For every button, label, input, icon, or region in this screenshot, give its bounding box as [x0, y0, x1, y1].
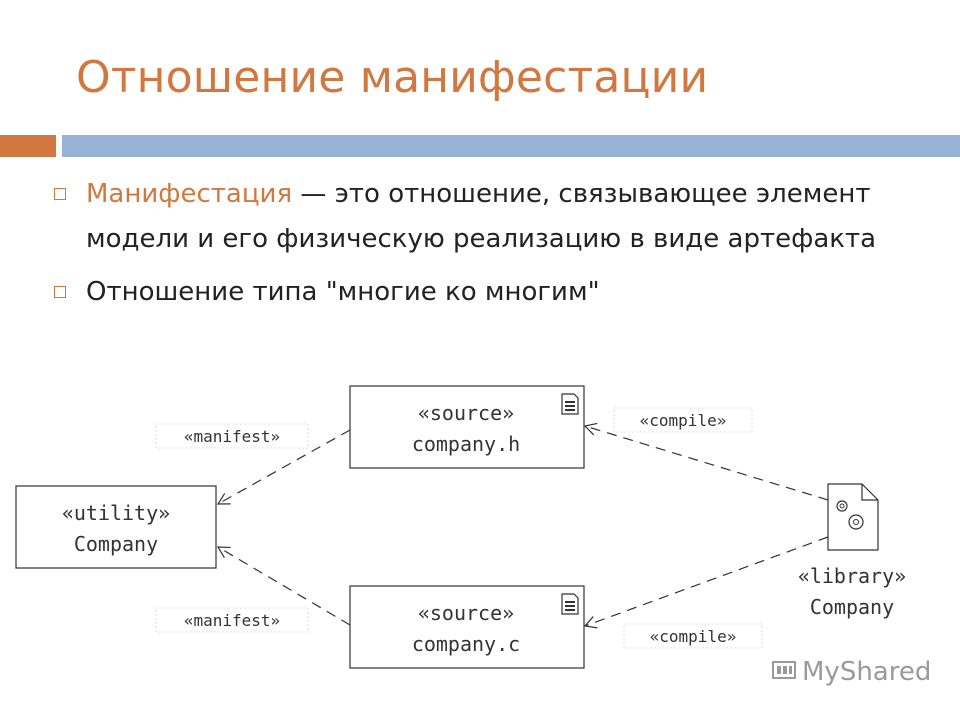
title-accent-bar: [0, 135, 56, 157]
bullet-list: Манифестация — это отношение, связывающе…: [52, 172, 892, 315]
watermark-brand: MyShared: [770, 656, 931, 687]
source-c-box: «source» company.c: [349, 585, 585, 669]
bullet-text: — это отношение, связывающее элемент мод…: [86, 179, 877, 254]
manifest-label-text: «manifest»: [184, 427, 280, 446]
source-c-name: company.c: [412, 632, 520, 656]
manifest-line-top: [216, 429, 351, 505]
slide-title: Отношение манифестации: [76, 52, 709, 103]
source-file-icon: [561, 593, 579, 615]
watermark-text: MyShared: [802, 657, 932, 687]
manifest-line-bottom: [216, 546, 351, 626]
source-file-icon: [561, 393, 579, 415]
title-underline-bar: [62, 135, 960, 157]
compile-label-bottom: «compile»: [623, 623, 763, 649]
library-artifact-icon: [827, 483, 879, 551]
utility-stereotype: «utility»: [62, 501, 170, 525]
utility-name: Company: [74, 532, 158, 556]
compile-label-top: «compile»: [613, 407, 753, 433]
bullet-term: Манифестация: [86, 179, 293, 209]
bullet-manifestation: Манифестация — это отношение, связывающе…: [52, 172, 892, 262]
compile-line-bottom: [583, 536, 829, 629]
source-h-name: company.h: [412, 432, 520, 456]
manifest-label-text: «manifest»: [184, 611, 280, 630]
library-name: Company: [810, 595, 894, 619]
utility-company-box: «utility» Company: [15, 485, 217, 569]
square-bullet-icon: [54, 286, 66, 298]
bullet-text: Отношение типа "многие ко многим": [86, 277, 600, 307]
source-h-box: «source» company.h: [349, 385, 585, 469]
watermark-logo-icon: [772, 661, 796, 679]
compile-label-text: «compile»: [650, 627, 737, 646]
bullet-many-to-many: Отношение типа "многие ко многим": [52, 270, 892, 315]
uml-diagram: «utility» Company «source» company.h «so…: [15, 385, 906, 669]
square-bullet-icon: [54, 188, 66, 200]
compile-line-top: [583, 422, 829, 501]
compile-label-text: «compile»: [640, 411, 727, 430]
library-stereotype: «library»: [798, 564, 906, 588]
manifest-label-top: «manifest»: [155, 423, 309, 449]
source-c-stereotype: «source»: [418, 601, 514, 625]
manifest-label-bottom: «manifest»: [155, 607, 309, 633]
source-h-stereotype: «source»: [418, 401, 514, 425]
